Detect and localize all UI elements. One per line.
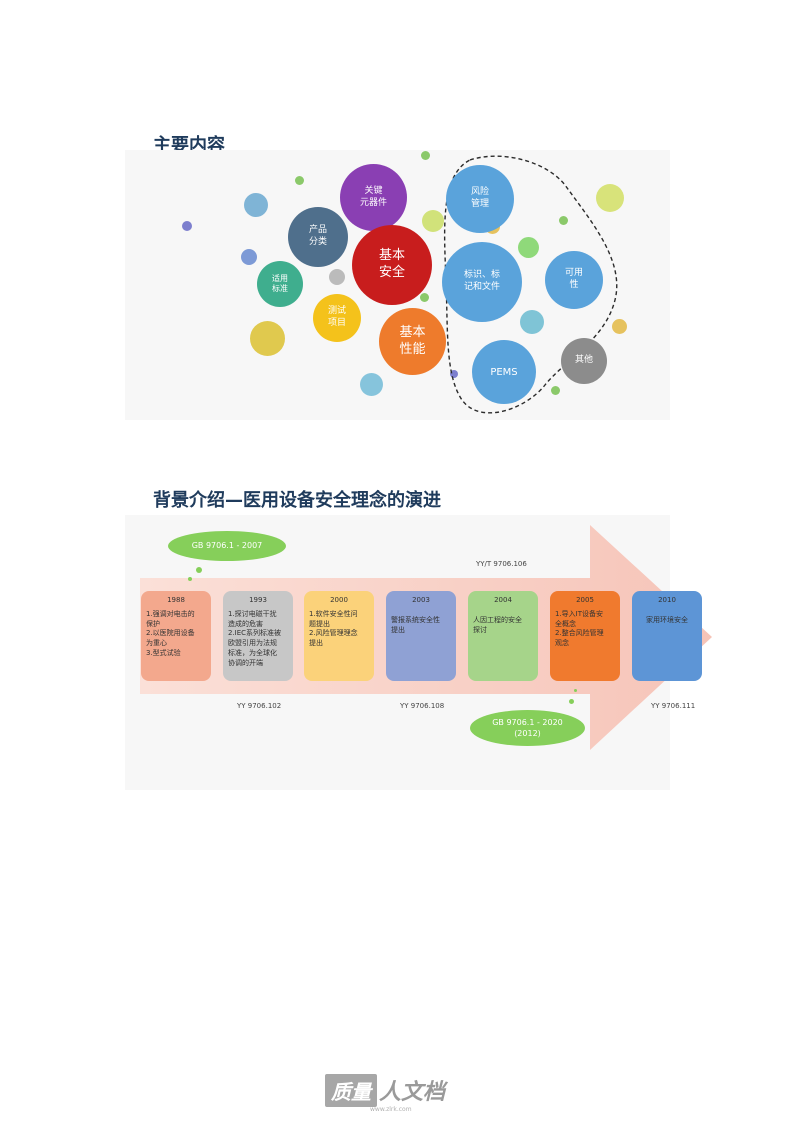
- standard-label: YY 9706.108: [400, 702, 445, 710]
- bubble-others: 其他: [561, 338, 607, 384]
- decor-dot: [295, 176, 304, 185]
- bubble-labeling-documents: 标识、标记和文件: [442, 242, 522, 322]
- bubble-pems: PEMS: [472, 340, 536, 404]
- decor-dot: [250, 321, 285, 356]
- decor-dot: [518, 237, 539, 258]
- cloud-tail-dot: [574, 689, 577, 692]
- decor-dot: [450, 370, 458, 378]
- decor-dot: [329, 269, 345, 285]
- bubble-usability: 可用性: [545, 251, 603, 309]
- timeline-box-2004: 2004 人因工程的安全 探讨: [468, 591, 538, 681]
- standard-label: YY/T 9706.106: [476, 560, 527, 568]
- standard-label: YY 9706.102: [237, 702, 282, 710]
- decor-dot: [420, 293, 429, 302]
- timeline-box-2000: 2000 1.软件安全性问 题提出 2.风险管理理念 提出: [304, 591, 374, 681]
- cloud-tail-dot: [569, 699, 574, 704]
- bubble-key-components: 关键元器件: [340, 164, 407, 231]
- timeline-box-2003: 2003 警报系统安全性 提出: [386, 591, 456, 681]
- decor-dot: [241, 249, 257, 265]
- bubble-applicable-standards: 适用标准: [257, 261, 303, 307]
- timeline-box-2005: 2005 1.导入IT设备安 全概念 2.整合风险管理 观念: [550, 591, 620, 681]
- bubble-test-items: 测试项目: [313, 294, 361, 342]
- decor-dot: [559, 216, 568, 225]
- cloud-tail-dot: [188, 577, 192, 581]
- bubble-risk-management: 风险管理: [446, 165, 514, 233]
- timeline-box-2010: 2010 家用环境安全: [632, 591, 702, 681]
- decor-dot: [520, 310, 544, 334]
- decor-dot: [244, 193, 268, 217]
- decor-dot: [421, 151, 430, 160]
- timeline-box-1988: 1988 1.强调对电击的 保护 2.以医院用设备 为重心 3.型式试验: [141, 591, 211, 681]
- standard-label: YY 9706.111: [651, 702, 696, 710]
- bubble-essential-performance: 基本性能: [379, 308, 446, 375]
- cloud-tail-dot: [196, 567, 202, 573]
- decor-dot: [551, 386, 560, 395]
- decor-dot: [182, 221, 192, 231]
- cloud-gb-2007: GB 9706.1 - 2007: [168, 531, 286, 561]
- decor-dot: [360, 373, 383, 396]
- logo-url: www.zlrk.com: [370, 1106, 412, 1113]
- cloud-gb-2020: GB 9706.1 - 2020(2012): [470, 710, 585, 746]
- timeline-box-1993: 1993 1.探讨电磁干扰 造成的危害 2.IEC系列标准被 欧盟引用为法规 标…: [223, 591, 293, 681]
- decor-dot: [422, 210, 444, 232]
- logo-box-text: 质量: [325, 1073, 377, 1107]
- bubble-product-classification: 产品分类: [288, 207, 348, 267]
- logo-text: 人文档: [379, 1080, 446, 1105]
- decor-dot: [612, 319, 627, 334]
- site-logo: 质量 人文档: [325, 1073, 445, 1107]
- decor-dot: [596, 184, 624, 212]
- heading-safety-evolution: 背景介绍—医用设备安全理念的演进: [153, 490, 441, 511]
- bubble-basic-safety: 基本安全: [352, 225, 432, 305]
